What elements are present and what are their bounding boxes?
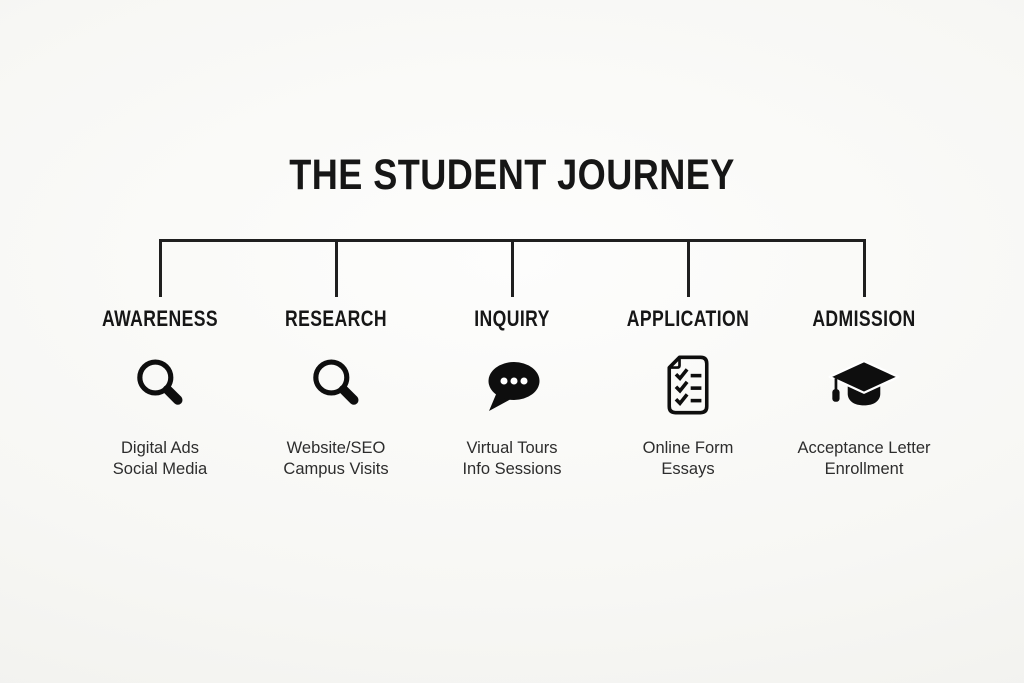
desc-line: Social Media (112, 460, 208, 478)
desc-line: Acceptance Letter (797, 439, 931, 457)
connector-branch-research (335, 239, 338, 297)
stages-row: AWARENESS Digital Ads Social Media RESEA… (72, 306, 952, 480)
desc-line: Digital Ads (121, 439, 199, 457)
stage-admission: ADMISSION Acceptance Letter Enrollment (776, 306, 952, 480)
stage-description: Website/SEO Campus Visits (248, 438, 424, 480)
desc-line: Essays (661, 460, 715, 478)
stage-description: Virtual Tours Info Sessions (424, 438, 600, 480)
connector-branch-awareness (159, 239, 162, 297)
desc-line: Online Form (642, 439, 734, 457)
stage-label: ADMISSION (812, 306, 916, 331)
stage-label: RESEARCH (285, 306, 387, 331)
stage-application: APPLICATION Online Form Essays (600, 306, 776, 480)
stage-research: RESEARCH Website/SEO Campus Visits (248, 306, 424, 480)
desc-line: Virtual Tours (466, 439, 558, 457)
connector-branch-application (687, 239, 690, 297)
connector-branch-inquiry (511, 239, 514, 297)
search-icon (248, 345, 424, 425)
connector-branch-admission (863, 239, 866, 297)
stage-awareness: AWARENESS Digital Ads Social Media (72, 306, 248, 480)
desc-line: Info Sessions (462, 460, 562, 478)
speech-bubble-icon (424, 345, 600, 425)
page-title: THE STUDENT JOURNEY (289, 151, 735, 199)
stage-description: Acceptance Letter Enrollment (776, 438, 952, 480)
stage-description: Online Form Essays (600, 438, 776, 480)
desc-line: Website/SEO (286, 439, 386, 457)
stage-label: AWARENESS (101, 306, 219, 331)
stage-label: INQUIRY (474, 306, 550, 331)
stage-description: Digital Ads Social Media (72, 438, 248, 480)
graduation-cap-icon (776, 345, 952, 425)
desc-line: Enrollment (824, 460, 904, 478)
desc-line: Campus Visits (283, 460, 389, 478)
connector-tree (72, 239, 952, 297)
stage-inquiry: INQUIRY Virtual Tours Info Sessions (424, 306, 600, 480)
stage-label: APPLICATION (626, 306, 750, 331)
checklist-document-icon (600, 345, 776, 425)
search-icon (72, 345, 248, 425)
